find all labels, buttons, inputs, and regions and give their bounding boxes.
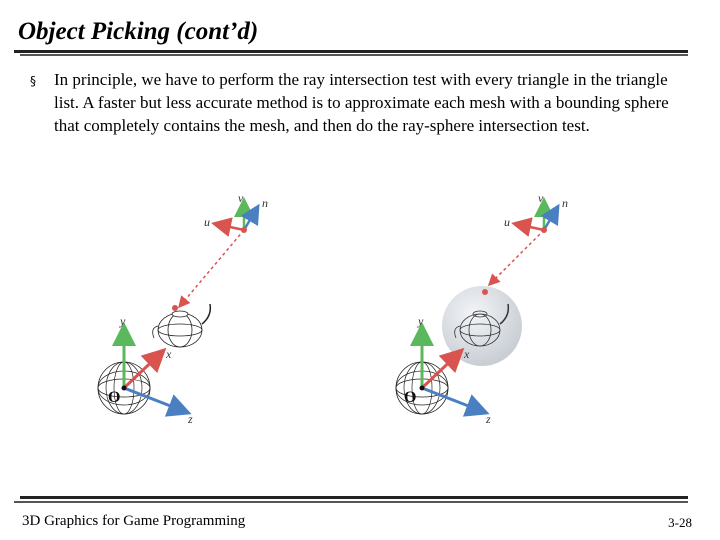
footer-rule-shadow <box>14 501 688 503</box>
origin-label: O <box>108 389 120 406</box>
axis-label-u: u <box>204 215 210 229</box>
axis-label-z: z <box>187 412 193 426</box>
axis-label-n: n <box>262 196 268 210</box>
bullet-item: § In principle, we have to perform the r… <box>30 68 690 137</box>
axis-label-x: x <box>463 347 470 361</box>
camera-frame-left: v n u <box>204 191 268 237</box>
world-frame-right: y x z O <box>395 314 491 426</box>
left-panel: v n u y x z O <box>97 191 268 426</box>
axis-label-x: x <box>165 347 172 361</box>
axis-label-v: v <box>538 191 544 205</box>
axis-label-v: v <box>238 191 244 205</box>
axis-label-y: y <box>417 314 424 328</box>
axis-label-y: y <box>119 314 126 328</box>
camera-frame-right: v n u <box>504 191 568 237</box>
teapot-mesh-left <box>152 303 212 348</box>
footer-rule <box>20 496 688 499</box>
axis-label-z: z <box>485 412 491 426</box>
right-panel: v n u y x z O <box>395 191 568 426</box>
bullet-square-icon: § <box>30 74 36 88</box>
slide-title: Object Picking (cont’d) <box>18 18 259 45</box>
picking-figure: v n u y x z O <box>97 191 568 426</box>
axis-label-u: u <box>504 215 510 229</box>
world-frame-left: y x z O <box>97 314 193 426</box>
teapot-mesh-right <box>454 303 510 347</box>
pick-ray-right <box>487 229 545 287</box>
title-rule-shadow <box>20 54 688 56</box>
ray-hit-point-right <box>482 289 488 295</box>
bounding-sphere <box>442 286 522 366</box>
pick-ray-left <box>178 229 245 309</box>
bullet-text: In principle, we have to perform the ray… <box>54 70 669 135</box>
origin-label: O <box>404 389 416 406</box>
axis-label-n: n <box>562 196 568 210</box>
ray-hit-point-left <box>172 305 178 311</box>
title-rule <box>14 50 688 53</box>
footer-page-number: 3-28 <box>668 515 692 530</box>
footer-course-title: 3D Graphics for Game Programming <box>22 513 246 529</box>
